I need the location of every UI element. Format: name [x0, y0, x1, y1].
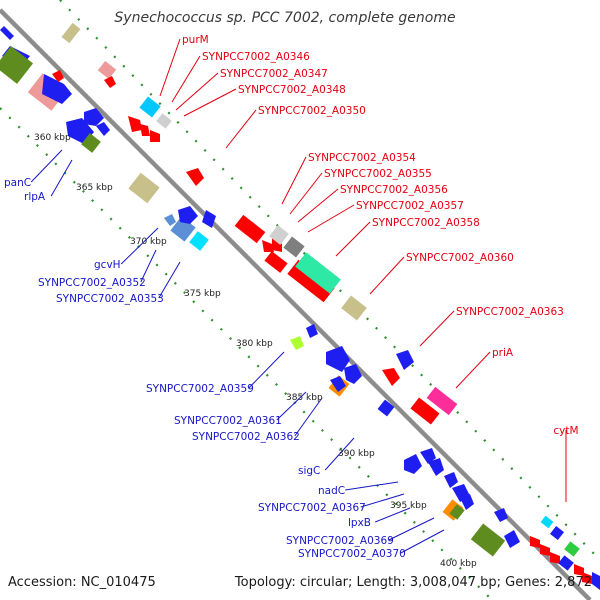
gene-block — [404, 448, 520, 557]
leader-synpcc7002-a0346 — [171, 55, 201, 103]
tick-label-365-kbp: 365 kbp — [76, 183, 113, 193]
tick-label-380-kbp: 380 kbp — [236, 339, 273, 349]
gene-block — [382, 350, 458, 425]
gene-label-synpcc7002-a0348: SYNPCC7002_A0348 — [238, 84, 346, 96]
gene-label-synpcc7002-a0367: SYNPCC7002_A0367 — [258, 502, 366, 514]
gene-label-synpcc7002-a0359: SYNPCC7002_A0359 — [146, 383, 254, 395]
leader-synpcc7002-a0360 — [369, 256, 405, 295]
leader-synpcc7002-a0361 — [276, 391, 307, 421]
forward-strand-genes — [97, 60, 600, 590]
position-ticks: 360 kbp 365 kbp 370 kbp 375 kbp 380 kbp 385 k… — [34, 133, 477, 569]
tick-label-395-kbp: 395 kbp — [390, 501, 427, 511]
reverse-strand-genes — [0, 22, 520, 557]
tick-label-370-kbp: 370 kbp — [130, 237, 167, 247]
leader-synpcc7002-a0356 — [297, 188, 339, 223]
leader-nadc — [345, 481, 399, 491]
leader-lpxb — [375, 507, 411, 523]
leader-synpcc7002-a0358 — [335, 221, 371, 257]
gene-label-synpcc7002-a0352: SYNPCC7002_A0352 — [38, 277, 146, 289]
gene-label-synpcc7002-a0370: SYNPCC7002_A0370 — [298, 548, 406, 560]
gene-block — [97, 60, 204, 186]
gene-label-nadc: nadC — [318, 485, 345, 497]
leader-rlpa — [50, 159, 73, 197]
tick-label-375-kbp: 375 kbp — [184, 289, 221, 299]
gene-label-synpcc7002-a0354: SYNPCC7002_A0354 — [308, 152, 416, 164]
tick-label-385-kbp: 385 kbp — [286, 393, 323, 403]
leader-synpcc7002-a0363 — [419, 310, 455, 347]
gene-block — [66, 108, 216, 251]
genome-backbone — [0, 8, 592, 600]
leader-synpcc7002-a0359 — [248, 351, 285, 389]
leader-purm — [159, 38, 181, 97]
genome-summary-text: Topology: circular; Length: 3,008,047 bp… — [234, 575, 592, 590]
leader-sigc — [324, 437, 355, 471]
leader-synpcc7002-a0355 — [289, 172, 323, 215]
reverse-leader-lines — [30, 149, 445, 554]
accession-text: Accession: NC_010475 — [8, 575, 156, 590]
gene-label-synpcc7002-a0357: SYNPCC7002_A0357 — [356, 200, 464, 212]
gene-label-purm: purM — [182, 34, 209, 46]
leader-synpcc7002-a0352 — [140, 249, 157, 283]
tick-label-360-kbp: 360 kbp — [34, 133, 71, 143]
leader-synpcc7002-a0350 — [225, 109, 257, 149]
gene-block — [290, 324, 395, 417]
gene-label-sigc: sigC — [298, 465, 320, 477]
gene-block — [234, 214, 367, 321]
gene-label-lpxb: lpxB — [348, 517, 371, 529]
gene-label-synpcc7002-a0369: SYNPCC7002_A0369 — [286, 535, 394, 547]
tick-label-390-kbp: 390 kbp — [338, 449, 375, 459]
leader-synpcc7002-a0347 — [175, 72, 219, 111]
tick-label-400-kbp: 400 kbp — [440, 559, 477, 569]
leader-synpcc7002-a0354 — [281, 156, 307, 205]
forward-leader-lines — [159, 38, 567, 502]
leader-synpcc7002-a0353 — [158, 261, 181, 299]
leader-synpcc7002-a0348 — [183, 88, 237, 117]
gene-label-synpcc7002-a0361: SYNPCC7002_A0361 — [174, 415, 282, 427]
gene-label-cytm: cytM — [553, 425, 578, 437]
gene-label-synpcc7002-a0356: SYNPCC7002_A0356 — [340, 184, 448, 196]
leader-synpcc7002-a0369 — [388, 517, 435, 541]
gene-label-rlpa: rlpA — [24, 191, 46, 203]
gene-label-gcvh: gcvH — [94, 259, 121, 271]
leader-synpcc7002-a0357 — [307, 204, 355, 233]
gene-label-synpcc7002-a0358: SYNPCC7002_A0358 — [372, 217, 480, 229]
gene-label-synpcc7002-a0360: SYNPCC7002_A0360 — [406, 252, 514, 264]
gene-block — [0, 22, 81, 111]
gene-label-synpcc7002-a0346: SYNPCC7002_A0346 — [202, 51, 310, 63]
leader-gcvh — [120, 227, 159, 265]
gene-label-synpcc7002-a0363: SYNPCC7002_A0363 — [456, 306, 564, 318]
gene-label-synpcc7002-a0350: SYNPCC7002_A0350 — [258, 105, 366, 117]
gene-label-synpcc7002-a0362: SYNPCC7002_A0362 — [192, 431, 300, 443]
gene-label-synpcc7002-a0353: SYNPCC7002_A0353 — [56, 293, 164, 305]
leader-synpcc7002-a0370 — [400, 529, 445, 554]
forward-gene-labels: purM SYNPCC7002_A0346SYNPCC7002_A0347SYNP… — [182, 34, 579, 437]
gene-label-synpcc7002-a0347: SYNPCC7002_A0347 — [220, 68, 328, 80]
reverse-gene-labels: panC rlpA gcvH SYNPCC7002_A0352SYNPCC7002_A… — [4, 177, 406, 560]
gene-label-pria: priA — [492, 347, 514, 359]
gene-block — [530, 515, 600, 590]
leader-panc — [30, 149, 63, 183]
map-title: Synechococcus sp. PCC 7002, complete gen… — [114, 10, 455, 26]
leader-pria — [455, 351, 491, 389]
gene-label-synpcc7002-a0355: SYNPCC7002_A0355 — [324, 168, 432, 180]
leader-synpcc7002-a0367 — [360, 493, 405, 508]
gene-label-panc: panC — [4, 177, 31, 189]
leader-synpcc7002-a0362 — [294, 397, 323, 437]
